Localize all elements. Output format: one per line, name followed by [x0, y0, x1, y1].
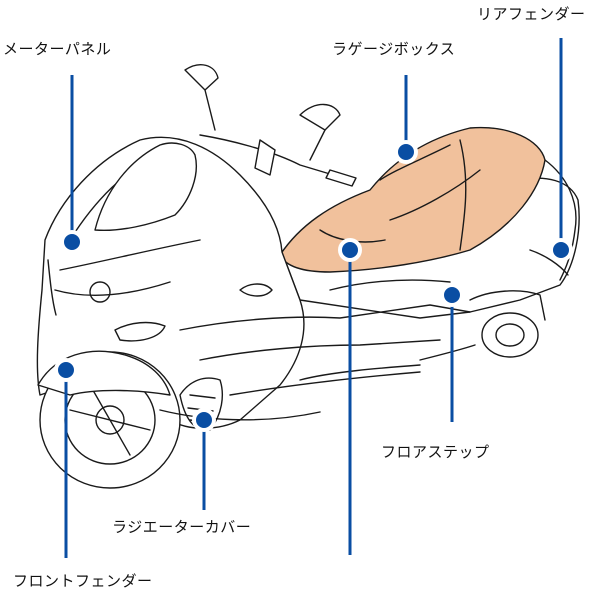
- callout-dot-radiator-cover: [192, 408, 216, 432]
- callouts: [54, 38, 573, 558]
- label-luggage-box: ラゲージボックス: [332, 40, 456, 58]
- label-meter-panel: メーターパネル: [3, 40, 112, 58]
- callout-dot-seat: [338, 238, 362, 262]
- callout-dot-front-fender: [54, 358, 78, 382]
- label-floor-step: フロアステップ: [381, 443, 490, 461]
- label-radiator-cover: ラジエーターカバー: [112, 518, 252, 536]
- label-front-fender: フロントフェンダー: [13, 572, 153, 590]
- scooter-illustration: [36, 64, 580, 489]
- callout-dot-meter-panel: [60, 230, 84, 254]
- callout-dot-floor-step: [440, 283, 464, 307]
- label-rear-fender: リアフェンダー: [477, 5, 586, 23]
- callout-dot-rear-fender: [549, 238, 573, 262]
- callout-dot-luggage-box: [394, 140, 418, 164]
